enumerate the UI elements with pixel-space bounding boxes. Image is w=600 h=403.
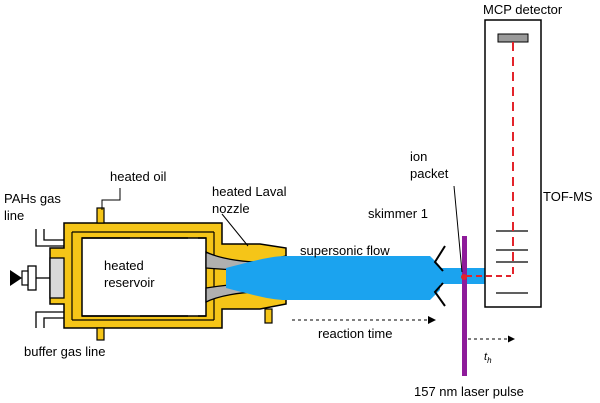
ion-packet-label-2: packet bbox=[410, 166, 449, 181]
laser-pulse-label: 157 nm laser pulse bbox=[414, 384, 524, 399]
mcp-detector-label: MCP detector bbox=[483, 2, 563, 17]
delay-time-label: th bbox=[484, 351, 492, 365]
ion-packet-marker bbox=[461, 274, 467, 280]
pahs-gas-line-label: PAHs gas bbox=[4, 191, 61, 206]
ion-packet-label: ion bbox=[410, 149, 427, 164]
skimmer-label: skimmer 1 bbox=[368, 206, 428, 221]
heated-oil-label: heated oil bbox=[110, 169, 166, 184]
laser-pulse-beam bbox=[462, 236, 467, 376]
heated-laval-nozzle-label: heated Laval bbox=[212, 184, 287, 199]
heated-laval-nozzle-label-2: nozzle bbox=[212, 201, 250, 216]
tof-ms-label: TOF-MS bbox=[543, 189, 593, 204]
skimmer bbox=[433, 245, 446, 307]
gas-lines bbox=[35, 229, 64, 328]
buffer-gas-line-label: buffer gas line bbox=[24, 344, 105, 359]
ion-packet-pointer bbox=[453, 185, 463, 273]
reaction-time-arrow bbox=[292, 316, 436, 324]
heated-reservoir-label: heated bbox=[104, 258, 144, 273]
pahs-gas-line-label-2: line bbox=[4, 208, 24, 223]
heated-oil-jacket bbox=[49, 207, 287, 341]
delay-time-arrow bbox=[468, 335, 515, 343]
tof-ms-tube bbox=[466, 19, 542, 308]
reaction-time-label: reaction time bbox=[318, 326, 392, 341]
inlet-valve bbox=[10, 257, 65, 299]
supersonic-flow-label: supersonic flow bbox=[300, 243, 390, 258]
heated-reservoir-label-2: reservoir bbox=[104, 275, 155, 290]
leader-lines bbox=[101, 188, 249, 247]
supersonic-flow-jet bbox=[226, 256, 520, 300]
